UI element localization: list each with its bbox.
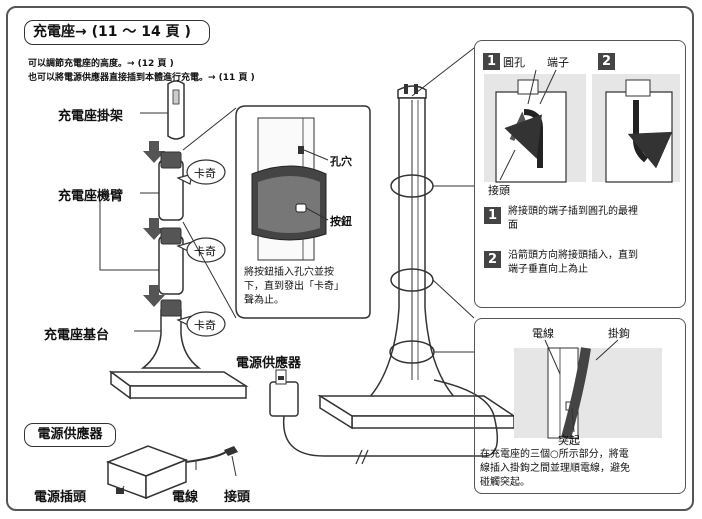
down-arrow-icon [143, 285, 165, 307]
supply-section-title: 電源供應器 [24, 423, 116, 447]
base-illustration [108, 299, 249, 400]
detail-instruction: 將按鈕插入孔穴並按 下，直到發出「卡奇」 聲為止。 [244, 267, 344, 306]
hole-label: 圓孔 [503, 56, 525, 69]
step2-text-badge: 2 [484, 248, 501, 268]
page-frame [6, 6, 694, 511]
connector-label: 接頭 [224, 490, 251, 505]
step1-text-badge: 1 [484, 204, 501, 224]
down-arrow-icon [143, 141, 165, 163]
terminal-label: 端子 [547, 56, 569, 69]
bump-label: 突起 [558, 434, 580, 447]
adapter-illustration [269, 369, 499, 465]
hook-label: 掛鉤 [608, 327, 630, 340]
detail-hole-label: 孔穴 [330, 155, 352, 168]
arm2-illustration [158, 227, 184, 295]
detail-button-label: 按鈕 [330, 215, 352, 228]
step1-text: 將接頭的端子插到圓孔的最裡 面 [508, 206, 638, 231]
step1-badge: 1 [483, 50, 500, 70]
full-stand-illustration [317, 84, 517, 430]
click-label-1: 卡奇 [194, 167, 216, 180]
base-label: 充電座基台 [44, 328, 110, 343]
hanger-illustration [140, 80, 185, 140]
plug-label: 電源插頭 [34, 490, 87, 505]
intro-line-1: 可以調節充電座的高度。→ (12 頁 ) [28, 59, 174, 69]
adapter-label: 電源供應器 [236, 356, 302, 371]
step2-text: 沿箭頭方向將接頭插入，直到 端子垂直向上為止 [508, 250, 638, 275]
power-supply-illustration [105, 445, 238, 500]
wire-instruction: 在充電座的三個○所示部分，將電 線插入掛鉤之間並理順電線，避免 碰觸突起。 [480, 449, 630, 488]
arm-label: 充電座機臂 [58, 189, 124, 204]
step2-badge: 2 [598, 50, 615, 70]
click-label-2: 卡奇 [194, 245, 216, 258]
click-label-3: 卡奇 [194, 319, 216, 332]
arm1-illustration [140, 151, 184, 221]
wire-inset [474, 318, 686, 494]
cord-label: 電線 [172, 490, 199, 505]
section-title: 充電座→ (11 ～ 14 頁 ) [24, 20, 210, 45]
connector-inset [474, 40, 686, 308]
down-arrow-icon [143, 218, 165, 240]
wire-label: 電線 [532, 327, 554, 340]
intro-line-2: 也可以將電源供應器直接插到本體進行充電。→ (11 頁 ) [28, 73, 255, 83]
hanger-label: 充電座掛架 [58, 109, 124, 124]
inset-connector-label: 接頭 [488, 184, 510, 197]
